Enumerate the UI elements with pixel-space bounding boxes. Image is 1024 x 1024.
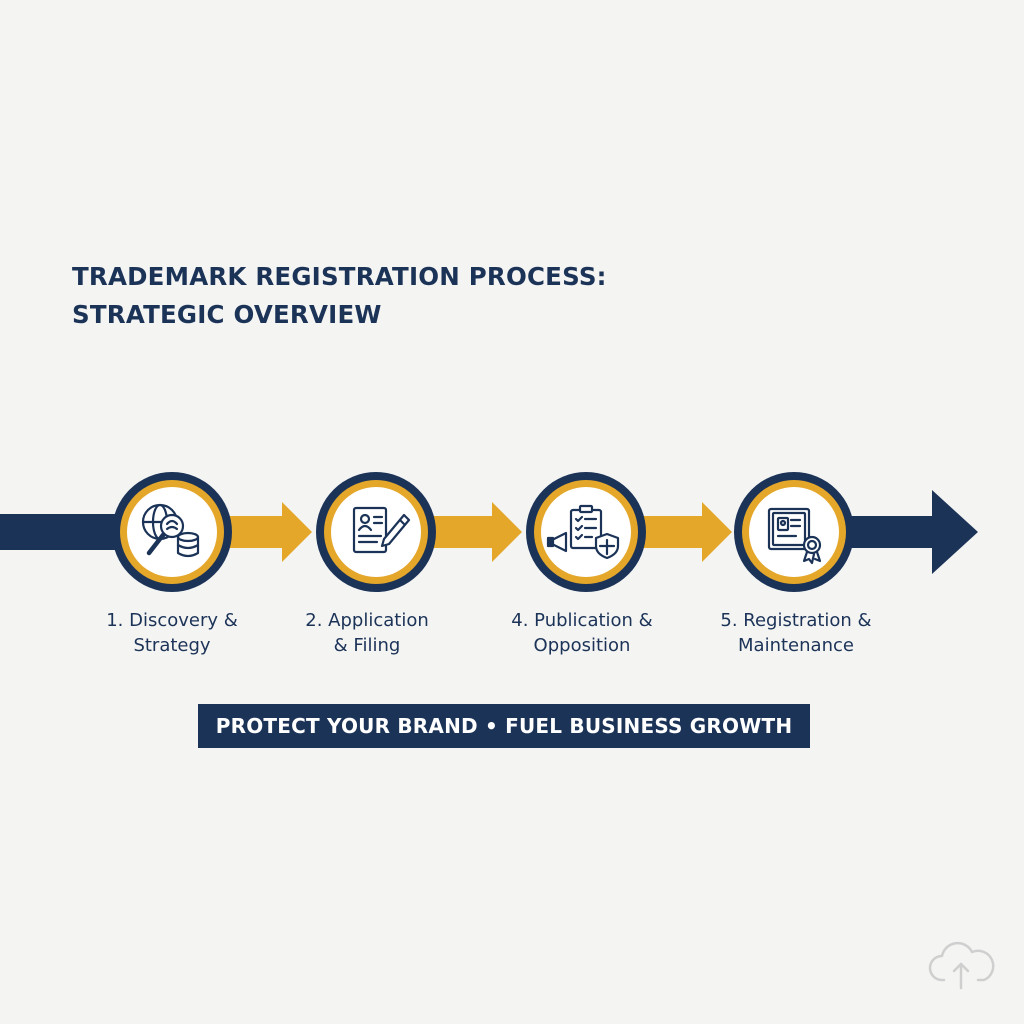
step-1-label: 1. Discovery & Strategy — [72, 608, 272, 658]
search-database-icon — [141, 503, 200, 558]
start-connector-bar — [0, 514, 120, 550]
step-2-node — [316, 472, 436, 592]
step-2-label-line-2: & Filing — [333, 635, 401, 656]
step-2-label: 2. Application & Filing — [267, 608, 467, 658]
checklist-megaphone-shield-icon — [546, 504, 620, 560]
certificate-seal-icon — [767, 507, 822, 565]
step-2-label-line-1: 2. Application — [305, 610, 429, 631]
title-line-2: STRATEGIC OVERVIEW — [72, 300, 382, 329]
application-form-pen-icon — [352, 506, 411, 554]
step-3-label: 4. Publication & Opposition — [482, 608, 682, 658]
connector-arrow-2-3 — [432, 502, 522, 562]
connector-arrow-3-4 — [642, 502, 732, 562]
cloud-upload-icon — [928, 941, 995, 990]
step-4-label-line-2: Maintenance — [738, 635, 854, 656]
step-4-label-line-1: 5. Registration & — [720, 610, 872, 631]
step-3-label-line-1: 4. Publication & — [511, 610, 653, 631]
step-1-label-line-1: 1. Discovery & — [106, 610, 238, 631]
title-line-1: TRADEMARK REGISTRATION PROCESS: — [72, 262, 607, 291]
step-4-label: 5. Registration & Maintenance — [696, 608, 896, 658]
step-1-label-line-2: Strategy — [133, 635, 211, 656]
tagline-banner: PROTECT YOUR BRAND • FUEL BUSINESS GROWT… — [198, 704, 810, 748]
step-4-node — [734, 472, 854, 592]
page-title: TRADEMARK REGISTRATION PROCESS: STRATEGI… — [72, 258, 607, 334]
step-3-label-line-2: Opposition — [533, 635, 631, 656]
end-arrow — [850, 490, 978, 574]
connector-arrow-1-2 — [226, 502, 312, 562]
step-3-node — [526, 472, 646, 592]
step-1-node — [112, 472, 232, 592]
